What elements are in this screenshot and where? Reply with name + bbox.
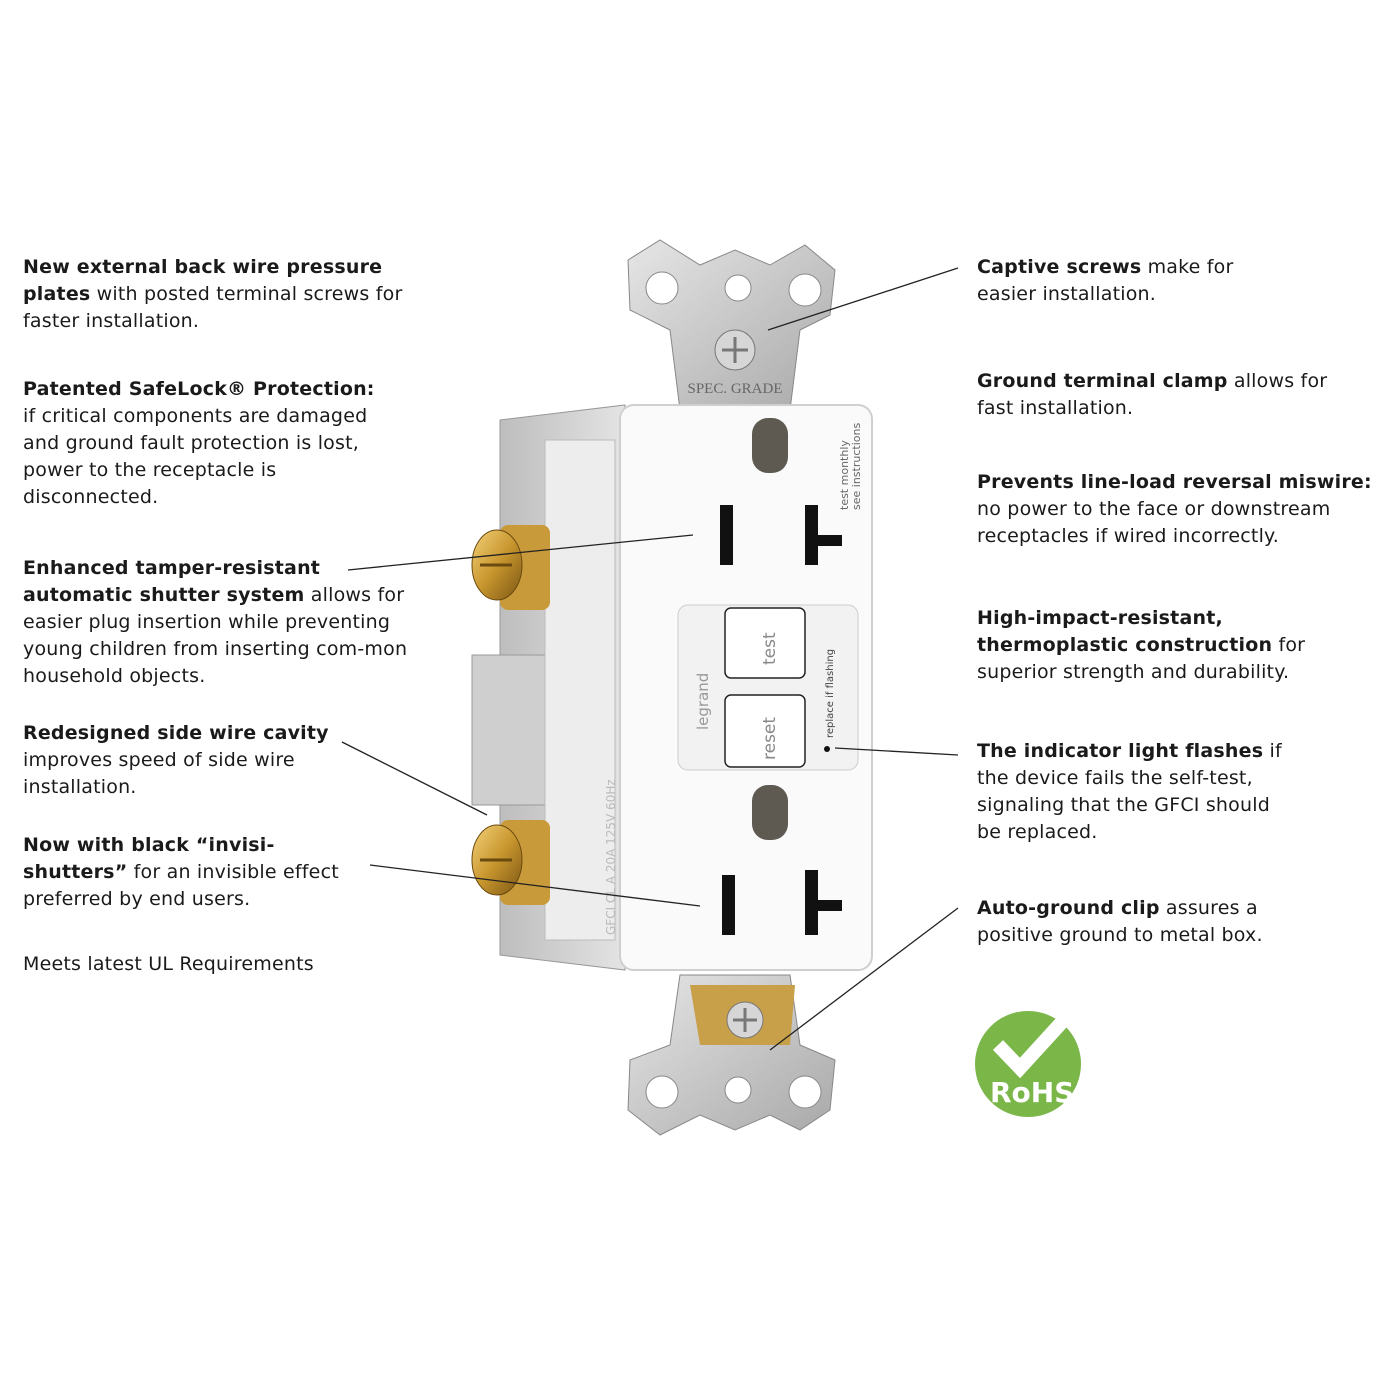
outlet-slot-t bbox=[805, 870, 842, 935]
feature-title: High-impact-resistant, thermoplastic con… bbox=[977, 607, 1273, 656]
feature-text: with posted terminal screws for faster i… bbox=[23, 283, 403, 332]
outlet-slot bbox=[720, 505, 733, 565]
feature-text: if the device fails the self-test, signa… bbox=[977, 740, 1282, 843]
feature-ground-clamp: Ground terminal clamp allows for fast in… bbox=[977, 368, 1347, 422]
rohs-label: RoHS bbox=[990, 1076, 1074, 1109]
feature-text: for an invisible effect preferred by end… bbox=[23, 861, 339, 910]
brand-logo-text: legrand bbox=[694, 673, 712, 730]
feature-text: allows for easier plug insertion while p… bbox=[23, 584, 408, 687]
feature-text: Meets latest UL Requirements bbox=[23, 953, 314, 975]
feature-title: Patented SafeLock® Protection: bbox=[23, 378, 375, 400]
spec-grade-label: SPEC. GRADE bbox=[687, 381, 782, 397]
outlet-slot-t bbox=[805, 505, 842, 565]
test-label: test bbox=[760, 632, 780, 665]
reset-label: reset bbox=[760, 717, 780, 760]
outlet-slot bbox=[722, 875, 735, 935]
indicator-light bbox=[824, 746, 830, 752]
leader-line bbox=[369, 864, 701, 907]
feature-text: allows for fast installation. bbox=[977, 370, 1328, 419]
feature-title: Now with black “invisi-shutters” bbox=[23, 834, 275, 883]
feature-title: Captive screws bbox=[977, 256, 1142, 278]
brass-terminal-screw-top bbox=[471, 525, 550, 610]
feature-text: for superior strength and durability. bbox=[977, 634, 1306, 683]
feature-text: improves speed of side wire installation… bbox=[23, 749, 295, 798]
test-button[interactable]: test bbox=[724, 607, 806, 679]
top-mounting-strap: SPEC. GRADE bbox=[627, 239, 836, 411]
feature-title: Redesigned side wire cavity bbox=[23, 722, 329, 744]
leader-line bbox=[347, 534, 694, 571]
feature-title: Ground terminal clamp bbox=[977, 370, 1228, 392]
bottom-mounting-strap bbox=[627, 974, 836, 1136]
feature-title: Prevents line-load reversal miswire: bbox=[977, 471, 1372, 493]
feature-indicator-light: The indicator light flashes if the devic… bbox=[977, 738, 1297, 846]
feature-text: make for easier installation. bbox=[977, 256, 1234, 305]
bottom-screw-hole bbox=[752, 785, 788, 840]
feature-safelock: Patented SafeLock® Protection: if critic… bbox=[23, 376, 383, 511]
instructions-text: test monthly bbox=[838, 440, 851, 510]
feature-side-wire-cavity: Redesigned side wire cavity improves spe… bbox=[23, 720, 343, 801]
feature-title: The indicator light flashes bbox=[977, 740, 1264, 762]
feature-invisi-shutters: Now with black “invisi-shutters” for an … bbox=[23, 832, 373, 913]
feature-title: Auto-ground clip bbox=[977, 897, 1160, 919]
side-rating-text: GFCI CL A 20A 125V 60Hz bbox=[604, 779, 618, 935]
top-screw-hole bbox=[752, 418, 788, 473]
feature-back-wire-plates: New external back wire pressure plates w… bbox=[23, 254, 423, 335]
feature-thermoplastic: High-impact-resistant, thermoplastic con… bbox=[977, 605, 1327, 686]
brass-terminal-screw-bottom bbox=[471, 820, 550, 905]
leader-line bbox=[767, 267, 959, 331]
feature-title: Enhanced tamper-resistant automatic shut… bbox=[23, 557, 321, 606]
indicator-label: replace if flashing bbox=[825, 649, 836, 738]
feature-tamper-resistant: Enhanced tamper-resistant automatic shut… bbox=[23, 555, 423, 690]
reset-button[interactable]: reset bbox=[724, 694, 806, 768]
feature-text: no power to the face or downstream recep… bbox=[977, 498, 1331, 547]
feature-title: New external back wire pressure plates bbox=[23, 256, 383, 305]
leader-line bbox=[834, 747, 959, 756]
leader-line bbox=[769, 907, 959, 1051]
checkmark-icon bbox=[992, 1017, 1068, 1079]
feature-ul: Meets latest UL Requirements bbox=[23, 951, 423, 978]
feature-text: if critical components are damaged and g… bbox=[23, 405, 368, 508]
feature-captive-screws: Captive screws make for easier installat… bbox=[977, 254, 1267, 308]
receptacle-face: test monthly see instructions legrand te… bbox=[619, 404, 873, 971]
feature-miswire: Prevents line-load reversal miswire: no … bbox=[977, 469, 1373, 550]
instructions-text: see instructions bbox=[850, 423, 863, 510]
rohs-badge: RoHS bbox=[975, 1011, 1081, 1117]
leader-line bbox=[341, 741, 488, 816]
feature-auto-ground-clip: Auto-ground clip assures a positive grou… bbox=[977, 895, 1297, 949]
feature-text: assures a positive ground to metal box. bbox=[977, 897, 1263, 946]
